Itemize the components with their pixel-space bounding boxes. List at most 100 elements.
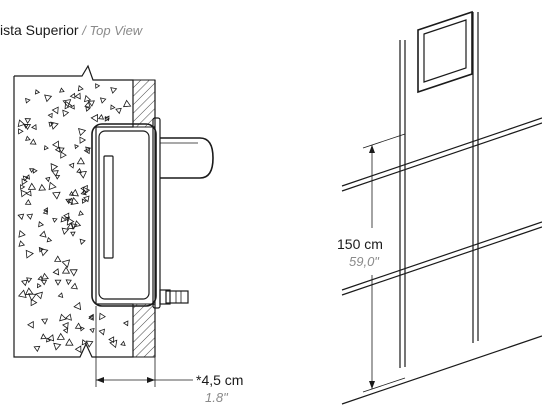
depth-metric-label: *4,5 cm bbox=[196, 372, 243, 388]
aggregate-stone bbox=[26, 213, 34, 220]
aggregate-stone bbox=[20, 189, 28, 198]
wall-finish-top bbox=[132, 79, 156, 128]
aggregate-stone bbox=[87, 100, 95, 107]
device-slot bbox=[103, 155, 114, 259]
aggregate-stone bbox=[33, 345, 41, 353]
aggregate-stone bbox=[53, 342, 62, 351]
aggregate-stone bbox=[40, 279, 48, 286]
tile-joint-h1b bbox=[341, 122, 542, 192]
aggregate-stone bbox=[73, 301, 82, 311]
aggregate-stone bbox=[83, 94, 92, 103]
tile-floor-line bbox=[341, 335, 542, 405]
device-housing bbox=[91, 123, 157, 307]
aggregate-stone bbox=[80, 326, 85, 332]
aggregate-stone bbox=[18, 240, 26, 247]
aggregate-stone bbox=[57, 292, 64, 298]
aggregate-stone bbox=[34, 89, 41, 95]
aggregate-stone bbox=[40, 248, 49, 257]
concrete-aggregate bbox=[17, 83, 132, 354]
aggregate-stone bbox=[52, 191, 61, 200]
aggregate-stone bbox=[42, 209, 48, 215]
aggregate-stone bbox=[99, 97, 107, 104]
top-view-title-en: Top View bbox=[89, 23, 143, 38]
aggregate-stone bbox=[95, 83, 101, 89]
aggregate-stone bbox=[74, 144, 80, 150]
aggregate-stone bbox=[47, 112, 53, 119]
aggregate-stone bbox=[32, 168, 38, 174]
aggregate-stone bbox=[51, 106, 59, 115]
height-metric-label: 150 cm bbox=[337, 236, 383, 252]
aggregate-stone bbox=[81, 198, 87, 204]
height-extension-top bbox=[362, 133, 406, 149]
aggregate-stone bbox=[62, 109, 70, 118]
aggregate-stone bbox=[24, 118, 32, 124]
aggregate-stone bbox=[30, 298, 38, 307]
aggregate-stone bbox=[84, 101, 91, 108]
aggregate-stone bbox=[35, 291, 43, 300]
aggregate-stone bbox=[62, 327, 69, 334]
aggregate-stone bbox=[52, 217, 58, 223]
aggregate-stone bbox=[56, 332, 66, 340]
depth-arrow-right bbox=[147, 377, 155, 383]
wall-finish-bottom bbox=[132, 303, 156, 358]
aggregate-stone bbox=[122, 99, 132, 108]
aggregate-stone bbox=[29, 138, 37, 145]
aggregate-stone bbox=[38, 183, 47, 191]
aggregate-stone bbox=[62, 321, 69, 330]
aggregate-stone bbox=[47, 334, 55, 342]
height-arrow-top bbox=[369, 145, 375, 153]
aggregate-stone bbox=[110, 104, 116, 111]
aggregate-stone bbox=[24, 199, 32, 205]
aggregate-stone bbox=[104, 116, 110, 122]
top-view-title-sep: / bbox=[79, 23, 90, 38]
aggregate-stone bbox=[122, 320, 129, 327]
aggregate-stone bbox=[26, 320, 34, 329]
aggregate-stone bbox=[50, 121, 59, 130]
aggregate-stone bbox=[48, 181, 57, 191]
aggregate-stone bbox=[73, 220, 82, 228]
aggregate-stone bbox=[69, 269, 78, 277]
top-view-title-pt: ista Superior bbox=[0, 22, 79, 38]
aggregate-stone bbox=[99, 312, 106, 321]
aggregate-stone bbox=[45, 176, 51, 183]
aggregate-stone bbox=[120, 340, 126, 347]
aggregate-stone bbox=[17, 289, 27, 299]
aggregate-stone bbox=[78, 210, 84, 216]
aggregate-stone bbox=[51, 140, 60, 149]
aggregate-stone bbox=[22, 175, 29, 182]
aggregate-stone bbox=[18, 229, 26, 238]
aggregate-stone bbox=[25, 190, 32, 197]
aggregate-stone bbox=[29, 168, 35, 173]
aggregate-stone bbox=[48, 121, 54, 128]
aggregate-stone bbox=[62, 99, 72, 108]
fitting-cap bbox=[165, 290, 189, 304]
aggregate-stone bbox=[66, 222, 75, 230]
aggregate-stone bbox=[50, 163, 59, 172]
aggregate-stone bbox=[97, 114, 105, 120]
aggregate-stone bbox=[43, 144, 49, 151]
aggregate-stone bbox=[78, 128, 87, 137]
aggregate-stone bbox=[46, 236, 53, 243]
aggregate-stone bbox=[54, 174, 61, 180]
height-imperial-label: 59,0" bbox=[349, 254, 380, 269]
aggregate-stone bbox=[25, 97, 31, 104]
aggregate-stone bbox=[40, 333, 47, 340]
recessed-device-outer bbox=[417, 10, 473, 94]
aggregate-stone bbox=[52, 268, 60, 276]
aggregate-stone bbox=[74, 322, 82, 329]
aggregate-stone bbox=[65, 279, 72, 286]
aggregate-stone bbox=[25, 135, 31, 141]
aggregate-stone bbox=[38, 221, 45, 228]
aggregate-stone bbox=[17, 119, 26, 128]
aggregate-stone bbox=[30, 123, 37, 131]
top-view-drawing: ista Superior / Top View *4,5 bbox=[0, 22, 243, 405]
aggregate-stone bbox=[23, 123, 29, 129]
aggregate-stone bbox=[44, 94, 53, 103]
aggregate-stone bbox=[58, 147, 65, 154]
aggregate-stone bbox=[39, 230, 47, 238]
aggregate-stone bbox=[70, 282, 78, 290]
aggregate-stone bbox=[78, 171, 87, 179]
aggregate-stone bbox=[83, 195, 90, 203]
aggregate-stone bbox=[51, 170, 59, 177]
aggregate-stone bbox=[63, 212, 70, 220]
